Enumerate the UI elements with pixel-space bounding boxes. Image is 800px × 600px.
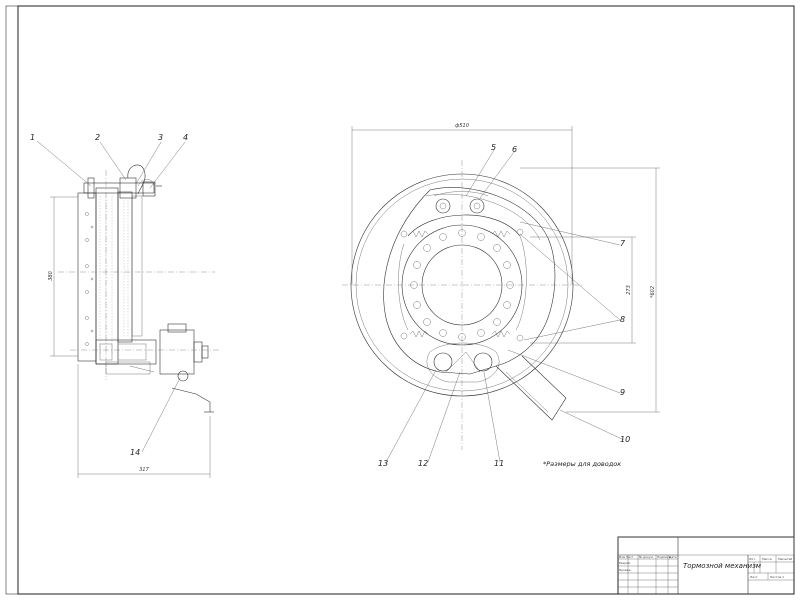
backplate-outline (383, 187, 556, 375)
return-spring-right (491, 230, 511, 238)
tb-sheets: Листов 1 (770, 575, 784, 579)
callout-12: 12 (418, 459, 428, 468)
cam-roller-right (473, 352, 493, 372)
return-spring-left (409, 230, 429, 238)
side-view-adjuster (159, 329, 195, 375)
side-view-backplate (117, 191, 133, 343)
anchor-pin-right (469, 198, 485, 214)
side-view: 380 317 1 2 3 4 14 (30, 133, 220, 478)
drawing-frame (17, 5, 795, 595)
callout-14: 14 (130, 448, 140, 457)
callout-1: 1 (30, 133, 35, 142)
cam-roller-left (433, 352, 453, 372)
dimension-note: *Размеры для доводок (543, 460, 621, 468)
tb-scale: Масштаб (778, 557, 792, 561)
side-view-drum-wall (131, 195, 143, 337)
callout-6: 6 (512, 145, 517, 154)
callout-8: 8 (620, 315, 625, 324)
side-view-lining (77, 192, 97, 362)
callout-13: 13 (378, 459, 388, 468)
callout-5: 5 (491, 143, 496, 152)
dimension-outer-label: *602 (650, 286, 656, 298)
tb-row-date: Дата (669, 555, 677, 559)
callout-11: 11 (494, 459, 504, 468)
tb-mass: Масса (762, 557, 772, 561)
tb-checked: Провер. (619, 568, 632, 572)
dimension-inner-label: 273 (626, 285, 632, 295)
drawing-title: Тормозной механизм (683, 562, 762, 570)
tb-row-change: Изм Лист (619, 555, 634, 559)
callout-2: 2 (95, 133, 100, 142)
tb-row-sign: Подпись (657, 555, 671, 559)
tb-developed: Разраб. (619, 561, 631, 565)
anchor-pin-left (435, 198, 451, 214)
title-block: Изм Лист № докум. Подпись Дата Разраб. П… (617, 536, 795, 595)
callout-4: 4 (183, 133, 188, 142)
side-view-top-bar (83, 182, 155, 194)
side-view-cam-housing (95, 339, 157, 365)
tb-sheet: Лист (750, 575, 758, 579)
callout-9: 9 (620, 388, 625, 397)
tb-lit: Лит. (749, 557, 756, 561)
dimension-width-label: 317 (139, 467, 149, 473)
callout-7: 7 (620, 239, 626, 248)
front-view: ф510 273 *602 5 6 7 8 9 10 11 12 13 *Раз… (342, 123, 660, 468)
upper-shoe-arc (407, 214, 521, 237)
tb-row-docnum: № докум. (639, 555, 654, 559)
bolt-circle (410, 229, 514, 341)
dimension-height-label: 380 (48, 271, 54, 281)
side-view-shoe (95, 187, 119, 365)
callout-10: 10 (620, 435, 630, 444)
dimension-diameter-label: ф510 (455, 123, 469, 129)
callout-3: 3 (158, 133, 163, 142)
sheet-border (5, 5, 795, 595)
